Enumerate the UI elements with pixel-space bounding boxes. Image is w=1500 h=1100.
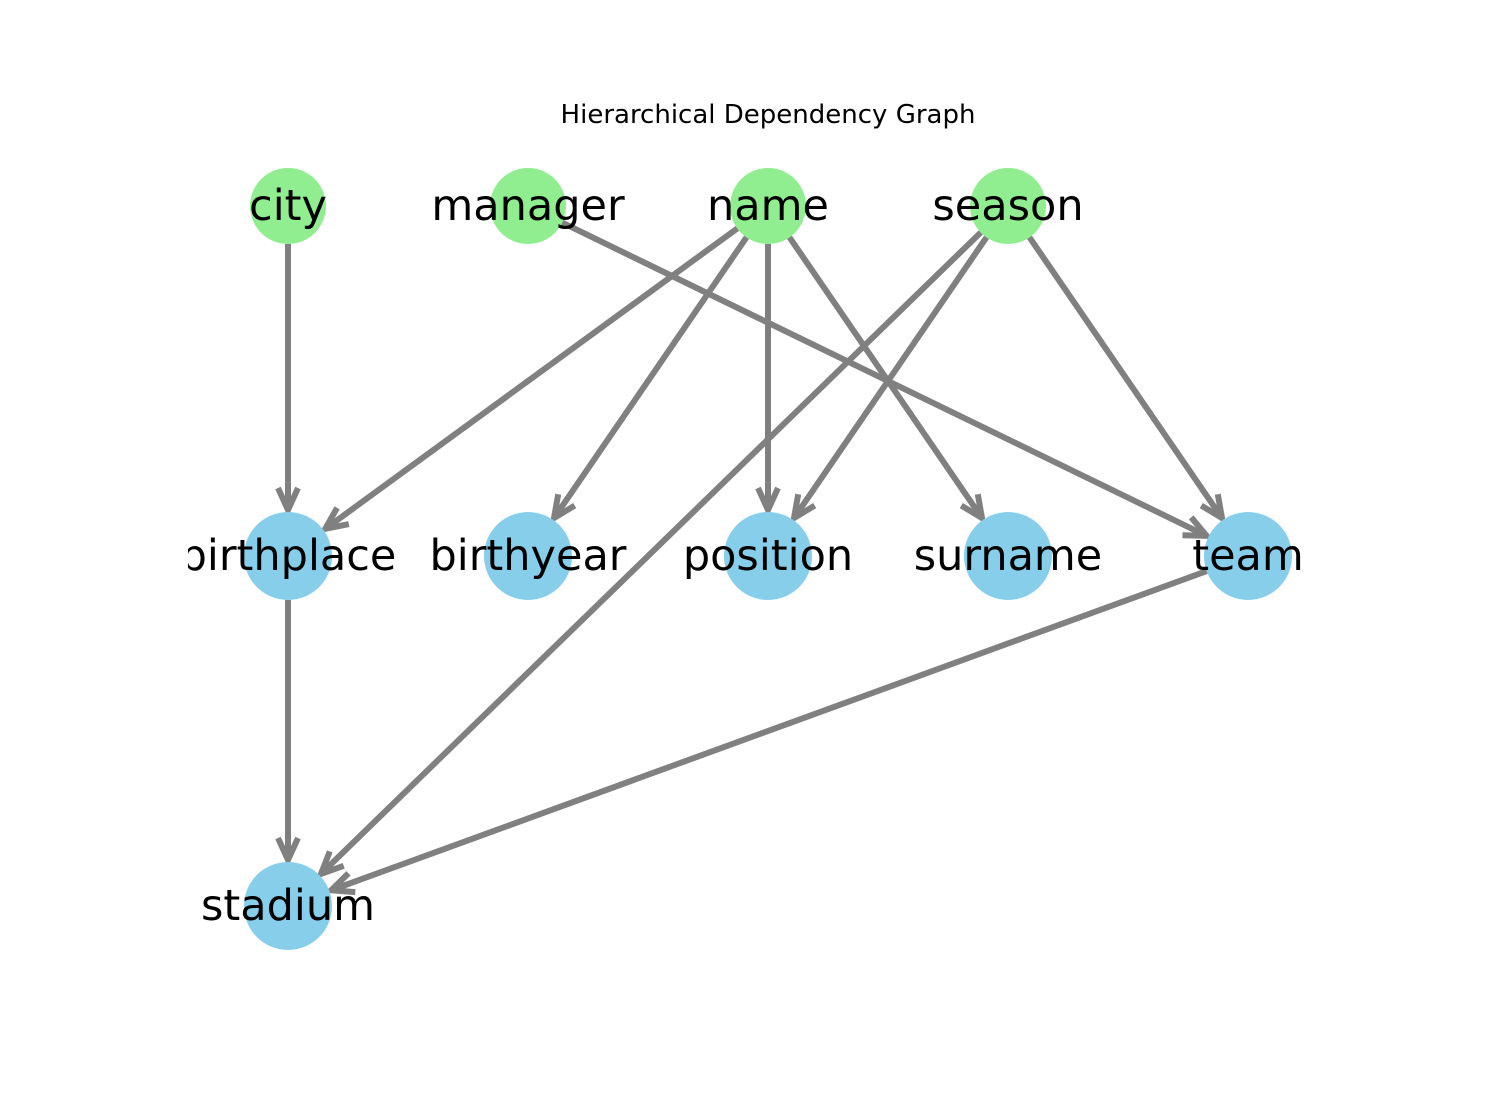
edge-line (551, 235, 749, 520)
edge-arrowhead (755, 486, 781, 518)
node-circle (244, 512, 332, 600)
node-label: season (932, 181, 1083, 231)
node-circle (1204, 512, 1292, 600)
edge-arrowhead (549, 493, 577, 525)
node-circle (964, 512, 1052, 600)
node-manager: manager (431, 168, 625, 244)
edge-arrowhead (315, 850, 345, 879)
edge-arrowhead (959, 493, 987, 525)
edge-arrowhead (1199, 493, 1227, 525)
nodes-layer: city manager name season birthplace birthyear… (180, 168, 1304, 950)
edge-name-to-position (755, 244, 781, 518)
node-label: birthyear (430, 531, 627, 581)
node-label: birthplace (180, 531, 397, 581)
node-circle (970, 168, 1046, 244)
node-season: season (932, 168, 1084, 244)
edge-line (560, 219, 1208, 539)
node-surname: surname (914, 512, 1103, 600)
edge-season-to-stadium (315, 230, 983, 879)
node-circle (244, 862, 332, 950)
edge-arrowhead (275, 486, 301, 518)
edge-name-to-birthplace (319, 225, 740, 534)
node-team: team (1192, 512, 1304, 600)
edge-arrowhead (275, 836, 301, 868)
node-label: team (1192, 531, 1304, 581)
diagram-title: Hierarchical Dependency Graph (561, 100, 976, 130)
node-label: name (707, 181, 829, 231)
edge-name-to-birthyear (549, 235, 749, 525)
node-birthyear: birthyear (430, 512, 627, 600)
edges-layer (275, 219, 1227, 896)
edge-line (323, 225, 740, 532)
node-city: city (249, 168, 327, 244)
node-circle (490, 168, 566, 244)
edge-arrowhead (324, 871, 356, 896)
edge-arrowhead (319, 506, 350, 534)
edge-season-to-position (789, 235, 989, 525)
node-stadium: stadium (201, 862, 375, 950)
edge-line (791, 235, 989, 520)
node-name: name (707, 168, 829, 244)
node-circle (730, 168, 806, 244)
edge-line (1027, 235, 1225, 520)
node-position: position (683, 512, 853, 600)
edge-season-to-team (1027, 235, 1227, 525)
node-label: city (249, 181, 327, 231)
edge-manager-to-team (560, 219, 1214, 540)
node-circle (724, 512, 812, 600)
edge-line (318, 230, 983, 877)
node-birthplace: birthplace (180, 512, 397, 600)
edge-arrowhead (789, 493, 817, 525)
edge-arrowhead (1182, 515, 1214, 540)
edge-city-to-birthplace (275, 244, 301, 518)
node-label: position (683, 531, 853, 581)
node-label: surname (914, 531, 1103, 581)
node-label: manager (431, 181, 625, 231)
edge-team-to-stadium (324, 568, 1208, 896)
node-label: stadium (201, 881, 375, 931)
graph-plot-area: city manager name season birthplace birthyear… (180, 168, 1304, 950)
edge-birthplace-to-stadium (275, 600, 301, 868)
node-circle (250, 168, 326, 244)
node-circle (484, 512, 572, 600)
edge-line (330, 568, 1208, 894)
